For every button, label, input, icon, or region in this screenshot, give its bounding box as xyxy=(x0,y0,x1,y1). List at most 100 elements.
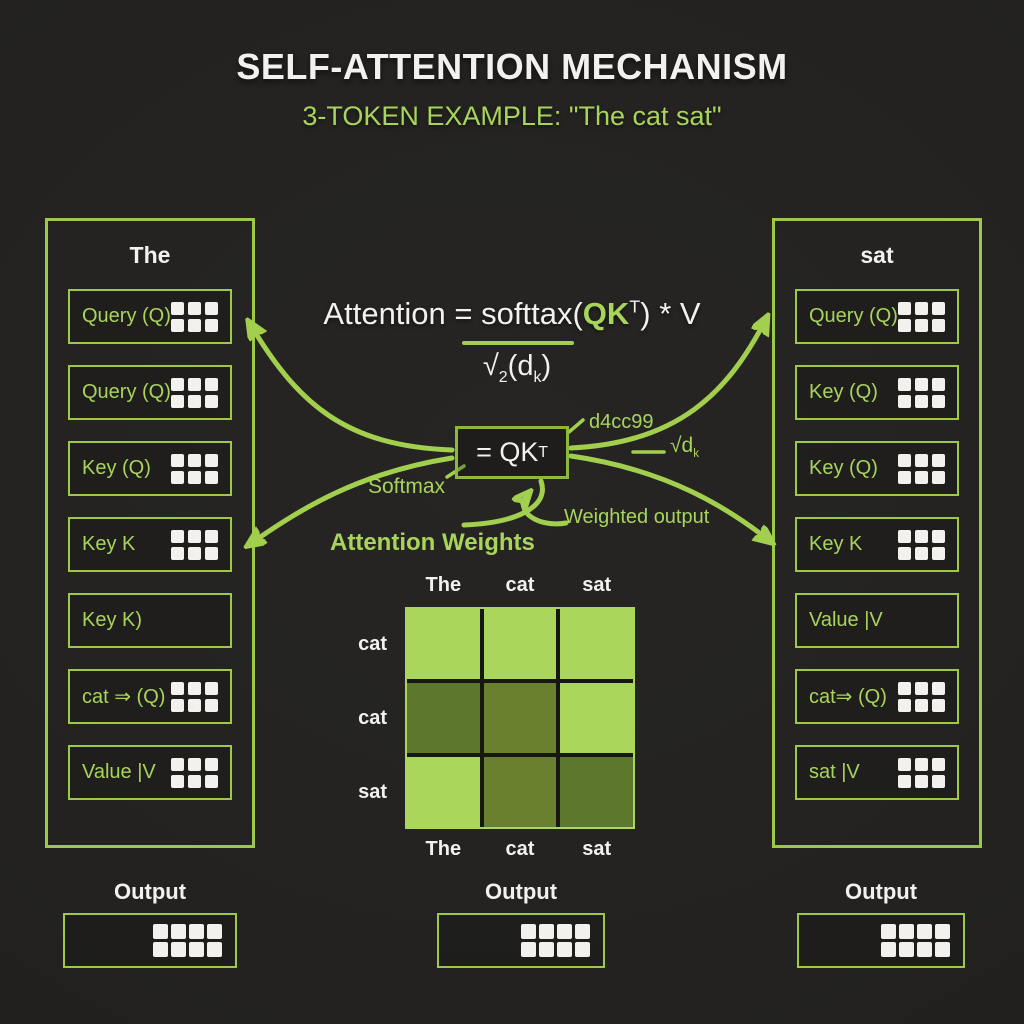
vector-label: Query (Q) xyxy=(82,305,171,327)
grid-cell xyxy=(915,757,928,771)
matrix-cell xyxy=(483,609,557,679)
formula-softmax-word: softtax xyxy=(481,296,573,331)
vector-box: Query (Q) xyxy=(68,365,232,420)
matrix-cell xyxy=(560,757,633,827)
sqrt-dk-text: √d xyxy=(670,434,694,457)
matrix-grid-icon xyxy=(171,681,218,712)
grid-cell xyxy=(171,394,184,408)
matrix-grid-icon xyxy=(171,377,218,408)
grid-cell xyxy=(188,470,201,484)
sqrt-dk-label: √dk xyxy=(670,434,699,460)
matrix-grid-icon xyxy=(171,301,218,332)
vector-box: Key (Q) xyxy=(68,441,232,496)
grid-cell xyxy=(881,942,896,957)
grid-cell xyxy=(539,924,554,939)
grid-cell xyxy=(205,757,218,771)
softmax-label: Softmax xyxy=(368,475,446,498)
matrix-row-label: cat xyxy=(358,632,387,655)
grid-cell xyxy=(898,757,911,771)
grid-cell xyxy=(915,681,928,695)
vector-box: Value |V xyxy=(795,593,959,648)
vector-label: Key K xyxy=(809,533,863,555)
grid-cell xyxy=(188,453,201,467)
output-grid-icon xyxy=(153,924,222,957)
grid-cell xyxy=(171,377,184,391)
grid-cell xyxy=(557,924,572,939)
weighted-output-label: Weighted output xyxy=(564,506,710,528)
qkt-box-transpose: T xyxy=(538,443,548,461)
grid-cell xyxy=(205,318,218,332)
grid-cell xyxy=(898,301,911,315)
vector-box: Key (Q) xyxy=(795,441,959,496)
grid-cell xyxy=(915,546,928,560)
grid-cell xyxy=(171,529,184,543)
matrix-grid-icon xyxy=(898,453,945,484)
vector-label: Value |V xyxy=(809,609,883,631)
token-title: sat xyxy=(860,241,894,268)
matrix-grid-icon xyxy=(898,529,945,560)
grid-cell xyxy=(188,757,201,771)
denominator-d: (d xyxy=(507,350,534,382)
grid-cell xyxy=(898,318,911,332)
grid-cell xyxy=(899,942,914,957)
grid-cell xyxy=(898,394,911,408)
grid-cell xyxy=(932,546,945,560)
grid-cell xyxy=(932,698,945,712)
grid-cell xyxy=(575,924,590,939)
vector-box: cat ⇒ (Q) xyxy=(68,669,232,724)
grid-cell xyxy=(932,394,945,408)
grid-cell xyxy=(171,453,184,467)
grid-cell xyxy=(189,942,204,957)
output-box-right xyxy=(797,913,965,968)
grid-cell xyxy=(188,394,201,408)
grid-cell xyxy=(917,942,932,957)
grid-cell xyxy=(171,681,184,695)
curve-to-attention-weights xyxy=(461,478,545,528)
vector-box: Key K xyxy=(68,517,232,572)
denominator-close: ) xyxy=(541,350,552,382)
grid-cell xyxy=(521,942,536,957)
matrix-grid-icon xyxy=(171,529,218,560)
formula-qk: QK xyxy=(582,296,630,331)
output-grid-icon xyxy=(521,924,590,957)
matrix-cell xyxy=(483,757,557,827)
vector-box: Query (Q) xyxy=(68,289,232,344)
vector-label: Key K) xyxy=(82,609,143,631)
matrix-grid-icon xyxy=(898,377,945,408)
grid-cell xyxy=(932,377,945,391)
grid-cell xyxy=(932,301,945,315)
grid-cell xyxy=(915,529,928,543)
grid-cell xyxy=(881,924,896,939)
grid-cell xyxy=(915,318,928,332)
output-label-right: Output xyxy=(844,879,918,904)
vector-label: cat ⇒ (Q) xyxy=(82,686,166,708)
grid-cell xyxy=(917,924,932,939)
vector-label: Key K xyxy=(82,533,136,555)
curve-to-left-query xyxy=(250,324,455,453)
hex-color-label: d4cc99 xyxy=(589,411,654,433)
grid-cell xyxy=(189,924,204,939)
grid-cell xyxy=(899,924,914,939)
grid-cell xyxy=(915,453,928,467)
grid-cell xyxy=(932,318,945,332)
grid-cell xyxy=(205,453,218,467)
grid-cell xyxy=(898,546,911,560)
grid-cell xyxy=(188,698,201,712)
grid-cell xyxy=(205,698,218,712)
grid-cell xyxy=(188,774,201,788)
grid-cell xyxy=(915,301,928,315)
grid-cell xyxy=(575,942,590,957)
grid-cell xyxy=(898,453,911,467)
formula-denominator: √2(dk) xyxy=(437,350,597,387)
weighted-output-arrow xyxy=(523,494,569,527)
grid-cell xyxy=(171,546,184,560)
vector-box: Value |V xyxy=(68,745,232,800)
grid-cell xyxy=(932,529,945,543)
grid-cell xyxy=(932,470,945,484)
formula-transpose: T xyxy=(629,296,641,317)
grid-cell xyxy=(188,529,201,543)
grid-cell xyxy=(932,453,945,467)
matrix-col-label: sat xyxy=(582,574,612,596)
grid-cell xyxy=(932,757,945,771)
grid-cell xyxy=(557,942,572,957)
